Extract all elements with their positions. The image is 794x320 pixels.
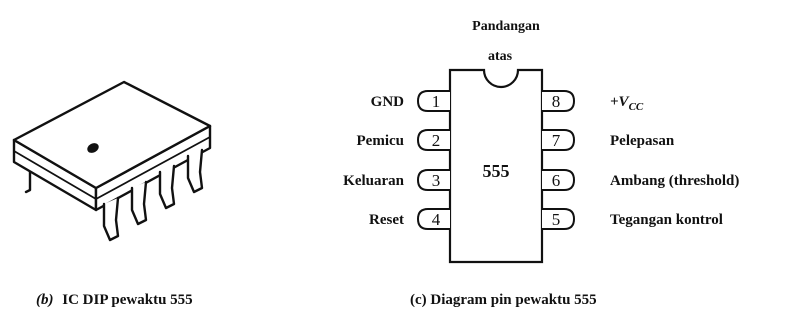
pin-6-tab	[542, 169, 576, 191]
dip-leg-1	[102, 196, 120, 242]
pin-number-8: 8	[552, 92, 561, 111]
right-pin-tabs	[542, 90, 576, 230]
pin-2-tab	[416, 129, 450, 151]
pin-3-tab	[416, 169, 450, 191]
dip-body-top	[12, 80, 212, 190]
left-caption: (b) IC DIP pewaktu 555	[36, 292, 193, 308]
pin-8-tab	[542, 90, 576, 112]
pin-4-tab	[416, 208, 450, 230]
pin-1-tab	[416, 90, 450, 112]
chip-body	[448, 68, 544, 264]
pin-number-3: 3	[432, 171, 441, 190]
pin-number-4: 4	[432, 210, 441, 229]
right-pin-names: +VCC Pelepasan Ambang (threshold) Tegang…	[610, 94, 739, 228]
chip-label: 555	[483, 161, 510, 181]
dip-leg-3	[158, 164, 176, 210]
pin-number-5: 5	[552, 210, 561, 229]
dip-leg-2	[130, 180, 148, 226]
left-pin-tabs	[416, 90, 450, 230]
pin-5-tab	[542, 208, 576, 230]
dip-leg-4	[186, 148, 204, 194]
pin-name-pelepasan: Pelepasan	[610, 133, 675, 149]
vcc-prefix: +V	[610, 94, 631, 110]
left-caption-label: (b)	[36, 292, 54, 308]
pin-one-marker-dot	[87, 143, 99, 153]
pin-numbers: 1 2 3 4 8 7 6 5	[432, 92, 561, 229]
pin-name-vcc: +VCC	[610, 94, 644, 113]
top-view-label-line2: atas	[488, 49, 513, 64]
pin-name-keluaran: Keluaran	[343, 173, 404, 189]
top-view-label-line1: Pandangan	[472, 19, 540, 34]
dip-body-seam	[13, 136, 211, 200]
pin-7-tab	[542, 129, 576, 151]
pin-name-ambang: Ambang (threshold)	[610, 173, 739, 189]
dip-leg-back	[24, 170, 32, 194]
pin-name-tegangan-kontrol: Tegangan kontrol	[610, 212, 723, 228]
left-caption-text: IC DIP pewaktu 555	[62, 292, 192, 308]
left-pin-names: GND Pemicu Keluaran Reset	[343, 94, 404, 228]
right-caption: (c) Diagram pin pewaktu 555	[410, 292, 597, 308]
pin-number-1: 1	[432, 92, 441, 111]
pin-name-pemicu: Pemicu	[357, 133, 404, 149]
pin-name-reset: Reset	[369, 212, 404, 228]
pin-name-gnd: GND	[371, 94, 405, 110]
pin-number-6: 6	[552, 171, 561, 190]
pin-number-2: 2	[432, 131, 441, 150]
dip-package-drawing	[12, 80, 212, 242]
pin-number-7: 7	[552, 131, 561, 150]
vcc-subscript: CC	[629, 101, 644, 113]
